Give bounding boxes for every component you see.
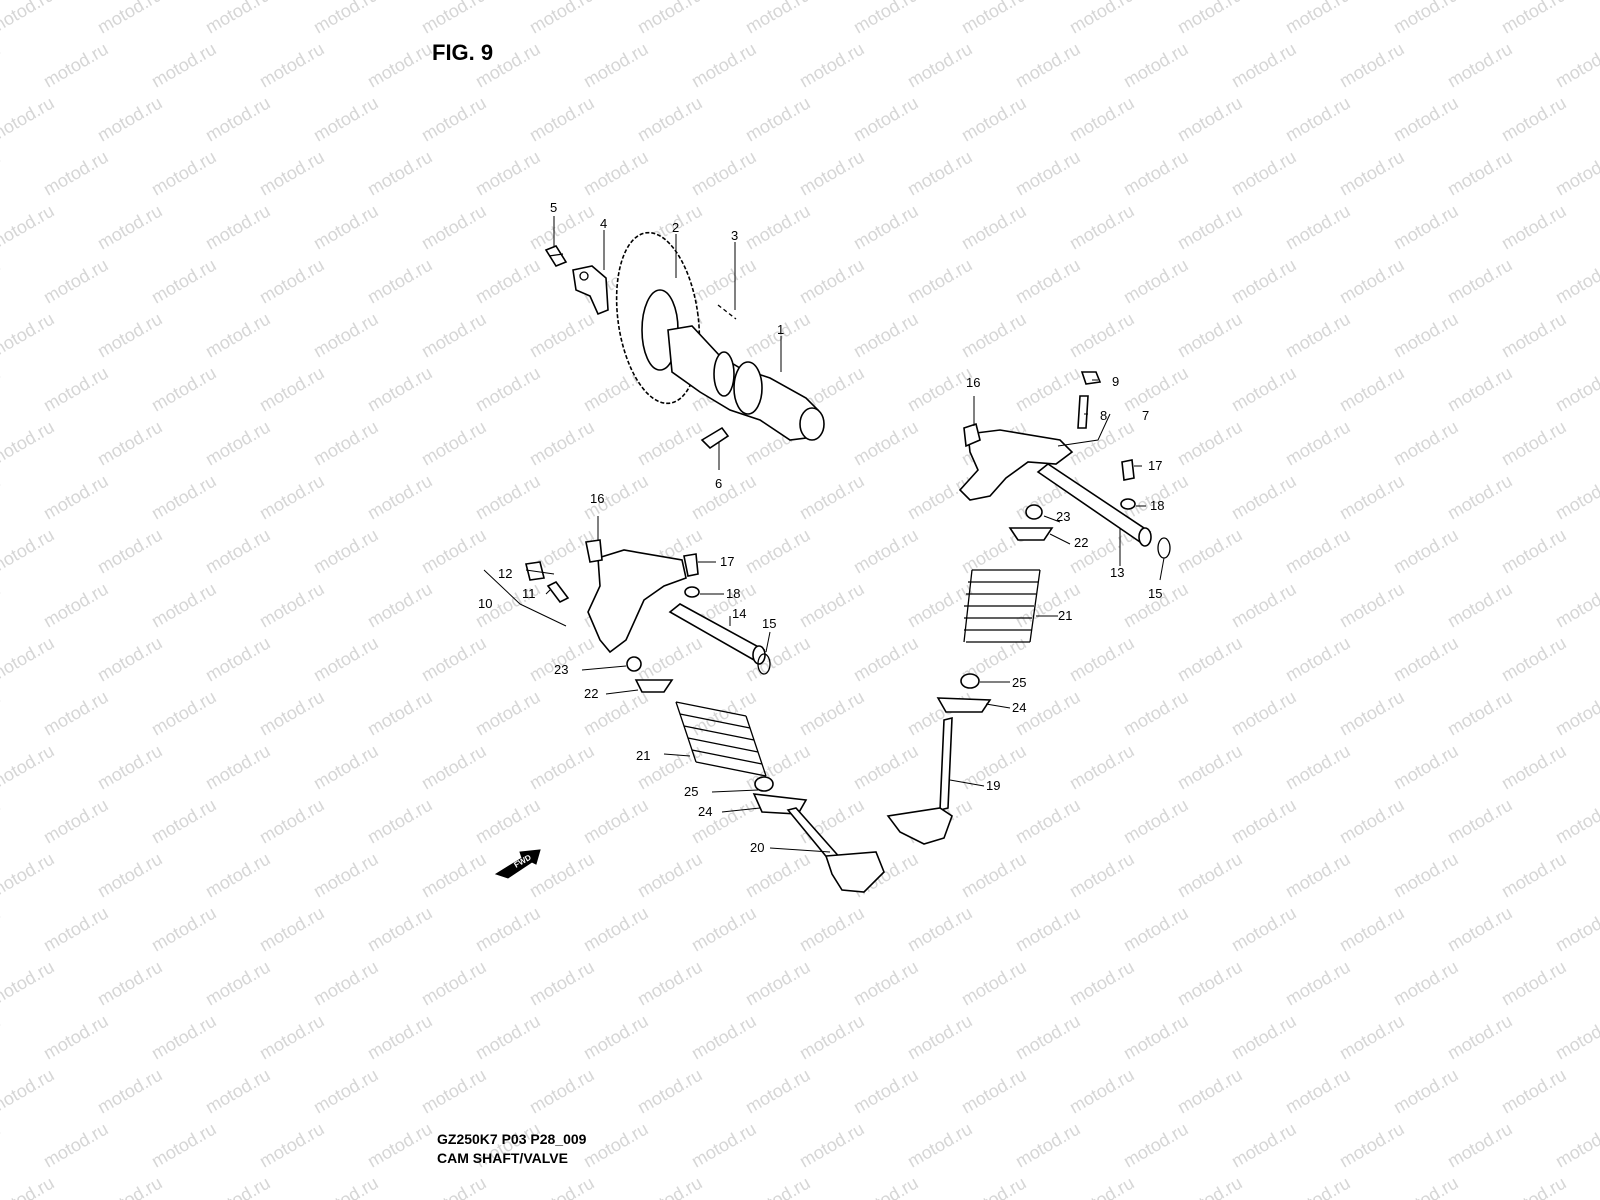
callout-2: 2: [672, 220, 679, 235]
rocker-shaft-right-end: [1138, 527, 1152, 547]
callout-21-right: 21: [1058, 608, 1072, 623]
callout-25-left: 25: [684, 784, 698, 799]
section-name: CAM SHAFT/VALVE: [437, 1150, 568, 1166]
callout-24-right: 24: [1012, 700, 1026, 715]
callout-23-left: 23: [554, 662, 568, 677]
fwd-arrow: FWD: [494, 849, 541, 879]
callout-16-left: 16: [590, 491, 604, 506]
callout-22-left: 22: [584, 686, 598, 701]
valve-head-left: [824, 851, 885, 893]
callout-1: 1: [777, 322, 784, 337]
callout-10: 10: [478, 596, 492, 611]
valve-spring-left: [675, 701, 767, 777]
spring-retainer-right: [1008, 527, 1054, 541]
adjust-screw-right: [1077, 395, 1089, 429]
valve-right: [939, 716, 953, 812]
cotter-right-upper: [1025, 504, 1043, 520]
cotter-left-lower: [754, 776, 774, 792]
callout-14: 14: [732, 606, 746, 621]
model-code: GZ250K7 P03 P28_009: [437, 1131, 587, 1147]
cam-bolt-thread: [548, 253, 564, 257]
o-ring-left: [757, 653, 771, 675]
valve-seat-right: [936, 697, 992, 713]
callout-17-right: 17: [1148, 458, 1162, 473]
plate-left: [585, 539, 603, 563]
camshaft-assembly: [544, 231, 825, 450]
callout-5: 5: [550, 200, 557, 215]
cotter-left-upper: [626, 656, 642, 672]
spring-retainer-left: [634, 679, 674, 693]
valve-head-right: [886, 807, 953, 845]
diagram-footer: GZ250K7 P03 P28_009 CAM SHAFT/VALVE: [437, 1130, 586, 1168]
callout-23-right: 23: [1056, 509, 1070, 524]
cotter-right-lower: [960, 673, 980, 689]
callout-13: 13: [1110, 565, 1124, 580]
callout-18-left: 18: [726, 586, 740, 601]
callout-labels: 5 4 2 3 1 6 16 9 8 7 17 18 23 22 13 15 2…: [478, 200, 1164, 855]
fwd-arrow-icon: [494, 849, 541, 879]
callout-25-right: 25: [1012, 675, 1026, 690]
washer-left: [684, 586, 700, 598]
callout-17-left: 17: [720, 554, 734, 569]
callout-11: 11: [522, 586, 536, 601]
cam-bolt: [544, 245, 568, 267]
o-ring-right: [1157, 537, 1171, 559]
cam-retainer-hole: [579, 271, 589, 281]
exhaust-rocker-assembly: [886, 371, 1171, 845]
intake-rocker-assembly: [525, 539, 885, 893]
cam-clip: [700, 426, 730, 450]
bolt-right: [1121, 459, 1135, 481]
callout-15-right: 15: [1148, 586, 1162, 601]
callout-7: 7: [1142, 408, 1149, 423]
callout-16-right: 16: [966, 375, 980, 390]
callout-20: 20: [750, 840, 764, 855]
callout-4: 4: [600, 216, 607, 231]
callout-8: 8: [1100, 408, 1107, 423]
callout-21-left: 21: [636, 748, 650, 763]
cam-lobe-1: [733, 361, 763, 415]
figure-title: FIG. 9: [432, 40, 494, 65]
cam-lobe-2: [713, 351, 735, 397]
callout-24-left: 24: [698, 804, 712, 819]
callout-9: 9: [1112, 374, 1119, 389]
callout-6: 6: [715, 476, 722, 491]
valve-spring-right: [963, 569, 1041, 643]
callout-12: 12: [498, 566, 512, 581]
camshaft-end: [799, 407, 825, 441]
bolt-left: [683, 553, 699, 577]
rocker-shaft-left-end: [752, 645, 766, 665]
callout-3: 3: [731, 228, 738, 243]
leader-lines: [483, 216, 1165, 853]
rocker-arm-left: [587, 549, 687, 654]
cam-retainer-plate: [572, 265, 609, 316]
washer-right: [1120, 498, 1136, 510]
adjust-screw-left: [546, 580, 570, 604]
rocker-shaft-left: [668, 603, 766, 661]
plate-right: [963, 422, 981, 448]
rocker-arm-right: [958, 429, 1074, 501]
adjust-nut-right: [1080, 371, 1102, 385]
callout-22-right: 22: [1074, 535, 1088, 550]
callout-15-left: 15: [762, 616, 776, 631]
cam-pin: [717, 304, 737, 320]
callout-18-right: 18: [1150, 498, 1164, 513]
callout-19: 19: [986, 778, 1000, 793]
